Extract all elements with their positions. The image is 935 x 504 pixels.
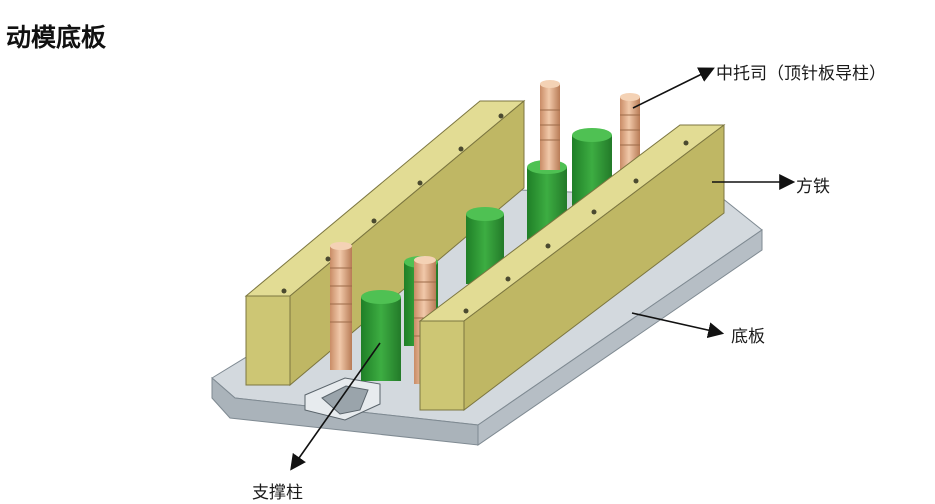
- base-plate-arrow: [631, 312, 725, 338]
- guide-pillar: [540, 80, 560, 170]
- annotation-arrows: [290, 67, 796, 471]
- parallel-block-right: [418, 123, 726, 412]
- bolt-holes: [281, 113, 689, 314]
- guide-pillar-arrow: [632, 67, 715, 109]
- support-pillar-label: 支撑柱: [252, 483, 303, 503]
- support-pillar: [361, 290, 401, 381]
- support-pillar-arrow: [290, 342, 381, 471]
- guide-pillar: [620, 93, 640, 173]
- page-title: 动模底板: [6, 23, 107, 52]
- guide-pillar-label: 中托司（顶针板导柱）: [716, 64, 886, 84]
- parallel-block-label: 方铁: [796, 177, 830, 197]
- guide-pillar: [330, 242, 352, 370]
- base-plate-label: 底板: [731, 327, 765, 347]
